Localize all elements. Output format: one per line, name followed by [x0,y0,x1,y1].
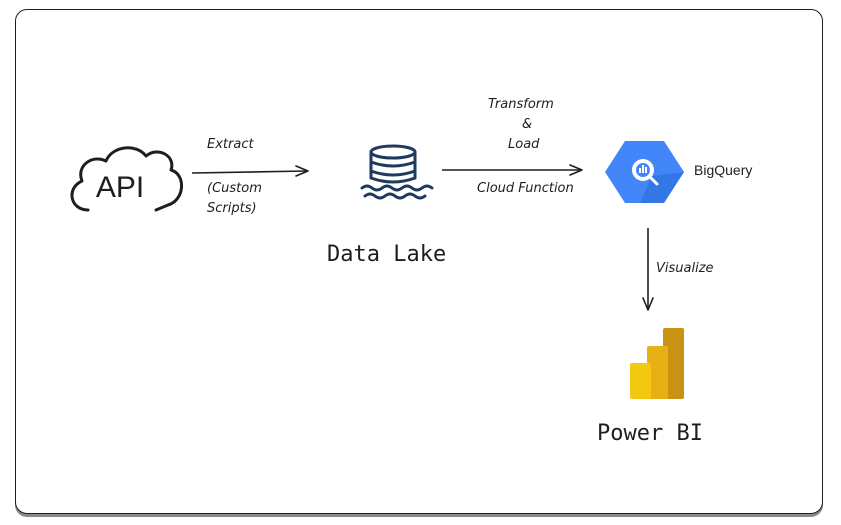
diagram-canvas [15,9,823,514]
power-bi-icon [630,328,684,399]
transform-label-line2: & [522,117,533,132]
transform-label-line3: Load [508,137,540,152]
cloud-api-icon: API [70,146,183,212]
api-label: API [96,171,144,204]
database-lake-icon [360,144,434,200]
bigquery-icon [605,141,684,203]
transform-sublabel: Cloud Function [477,181,574,196]
transform-arrow [442,164,583,176]
extract-sublabel-line1: (Custom [207,181,262,196]
power-bi-label: Power BI [597,421,703,446]
extract-sublabel-line2: Scripts) [207,201,257,216]
visualize-arrow [642,228,654,311]
extract-label: Extract [207,137,254,152]
extract-arrow [191,165,309,177]
visualize-label: Visualize [656,261,714,276]
data-lake-label: Data Lake [327,242,447,267]
transform-label-line1: Transform [488,97,554,112]
bigquery-label: BigQuery [694,162,753,178]
